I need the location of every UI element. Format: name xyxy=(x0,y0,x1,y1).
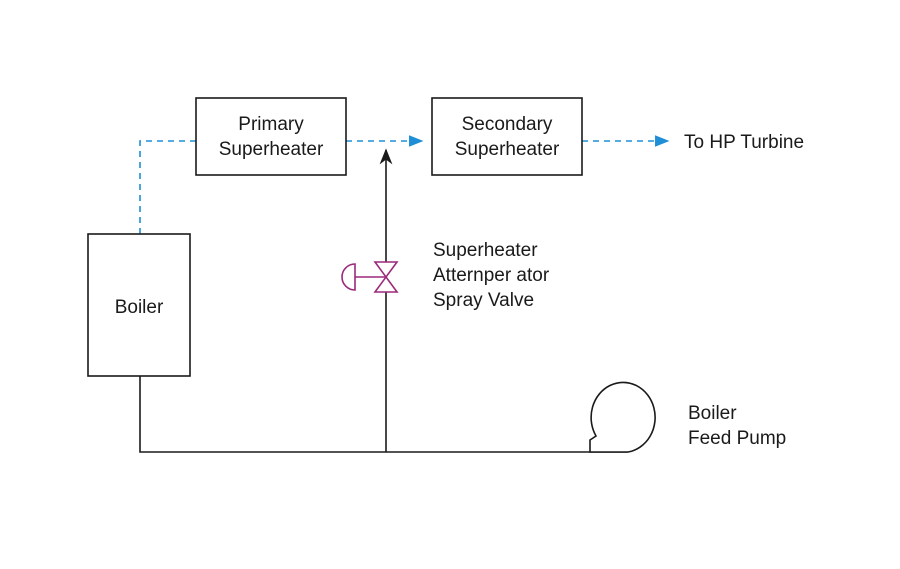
primary-superheater-label-line1: Primary xyxy=(238,114,304,135)
secondary-superheater-label-line2: Superheater xyxy=(455,139,560,160)
to-hp-turbine-label: To HP Turbine xyxy=(684,132,804,153)
feed-pump-label-line1: Boiler xyxy=(688,403,737,424)
spray-valve-label-line1: Superheater xyxy=(433,240,538,261)
secondary-superheater-block: Secondary Superheater xyxy=(431,97,583,176)
boiler-label: Boiler xyxy=(115,297,164,318)
spray-valve-label-line2: Atternper ator xyxy=(433,265,550,286)
boiler-box xyxy=(87,233,191,377)
boiler-block: Boiler xyxy=(87,233,191,377)
primary-superheater-label-line2: Superheater xyxy=(219,139,324,160)
primary-superheater-block: Primary Superheater xyxy=(195,97,347,176)
secondary-superheater-box xyxy=(431,97,583,176)
secondary-superheater-label-line1: Secondary xyxy=(462,114,553,135)
primary-superheater-box xyxy=(195,97,347,176)
centrifugal-pump-icon xyxy=(589,381,656,453)
valve-actuator-icon xyxy=(341,263,386,291)
feed-pump-assembly: Boiler Feed Pump xyxy=(589,381,786,453)
spray-valve-label-line3: Spray Valve xyxy=(433,290,534,311)
steam-flow-lines xyxy=(139,135,670,234)
feedwater-header-line xyxy=(139,376,628,453)
feedwater-lines xyxy=(139,148,628,453)
boiler-to-primary-steam-line xyxy=(139,140,196,234)
feed-pump-label-line2: Feed Pump xyxy=(688,428,786,449)
spray-valve-assembly: Superheater Atternper ator Spray Valve xyxy=(341,240,550,311)
